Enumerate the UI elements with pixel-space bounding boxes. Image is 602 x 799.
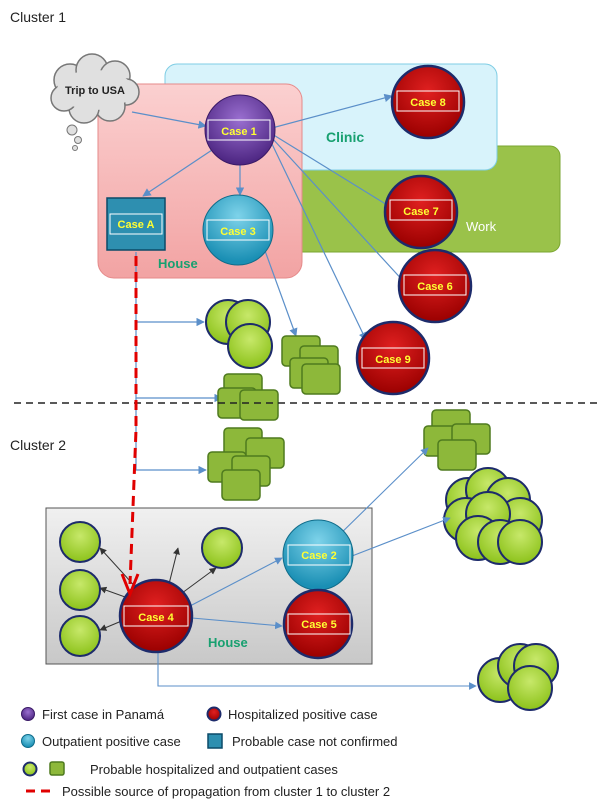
case-5-node: Case 5 bbox=[282, 588, 354, 660]
clinic-label: Clinic bbox=[326, 129, 364, 145]
case-3-node: Case 3 bbox=[202, 194, 274, 266]
propagation-arrowhead bbox=[120, 573, 140, 599]
case-6-node: Case 6 bbox=[397, 248, 473, 324]
case-1-label: Case 1 bbox=[221, 126, 256, 138]
cluster-1-label: Cluster 1 bbox=[10, 9, 66, 25]
case-4-node: Case 4 bbox=[118, 578, 194, 654]
case-3-label: Case 3 bbox=[220, 226, 255, 238]
legend-outpatient-label: Outpatient positive case bbox=[42, 734, 181, 749]
probable-circles-group-2 bbox=[443, 467, 543, 565]
legend-hospitalized-icon bbox=[206, 706, 222, 722]
case-8-label: Case 8 bbox=[410, 97, 445, 109]
house-2-probable-circles bbox=[59, 521, 243, 657]
house-1-label: House bbox=[158, 256, 198, 271]
cluster-2-arrows bbox=[157, 447, 477, 690]
legend-probable-not-confirmed-label: Probable case not confirmed bbox=[232, 734, 397, 749]
legend-propagation-label: Possible source of propagation from clus… bbox=[62, 784, 390, 799]
legend-first-case-icon bbox=[21, 707, 35, 721]
probable-circles-group-3 bbox=[477, 643, 559, 711]
work-label: Work bbox=[466, 219, 497, 234]
legend-probable-cases-label: Probable hospitalized and outpatient cas… bbox=[90, 762, 338, 777]
legend-probable-circle-icon bbox=[22, 761, 38, 777]
case-1-node: Case 1 bbox=[204, 94, 276, 166]
case-5-label: Case 5 bbox=[301, 619, 336, 631]
trip-cloud: Trip to USA bbox=[50, 53, 140, 151]
legend-hospitalized-label: Hospitalized positive case bbox=[228, 707, 378, 722]
case-6-label: Case 6 bbox=[417, 281, 452, 293]
case-2-label: Case 2 bbox=[301, 550, 336, 562]
legend-probable-square-icon bbox=[49, 761, 65, 776]
probable-squares-group-3 bbox=[207, 427, 285, 501]
cluster-2-label: Cluster 2 bbox=[10, 437, 66, 453]
legend-first-case-label: First case in Panamá bbox=[42, 707, 165, 722]
probable-squares-group-4 bbox=[423, 409, 491, 471]
case-4-label: Case 4 bbox=[138, 612, 174, 624]
case-7-node: Case 7 bbox=[383, 174, 459, 250]
probable-squares-group-1 bbox=[281, 335, 341, 395]
propagation-line bbox=[128, 256, 138, 585]
house-2-label: House bbox=[208, 635, 248, 650]
legend-outpatient-icon bbox=[21, 734, 35, 748]
case-2-node: Case 2 bbox=[282, 519, 354, 591]
case-9-node: Case 9 bbox=[355, 320, 431, 396]
probable-circles-group-1 bbox=[205, 299, 273, 369]
probable-squares-group-2 bbox=[217, 373, 279, 421]
case-8-node: Case 8 bbox=[390, 64, 466, 140]
trip-label: Trip to USA bbox=[65, 85, 125, 97]
legend: First case in Panamá Hospitalized positi… bbox=[21, 706, 397, 799]
case-a-label: Case A bbox=[118, 219, 155, 231]
case-9-label: Case 9 bbox=[375, 354, 410, 366]
legend-probable-not-confirmed-icon bbox=[207, 733, 223, 749]
case-a-node: Case A bbox=[106, 197, 166, 251]
case-7-label: Case 7 bbox=[403, 206, 438, 218]
